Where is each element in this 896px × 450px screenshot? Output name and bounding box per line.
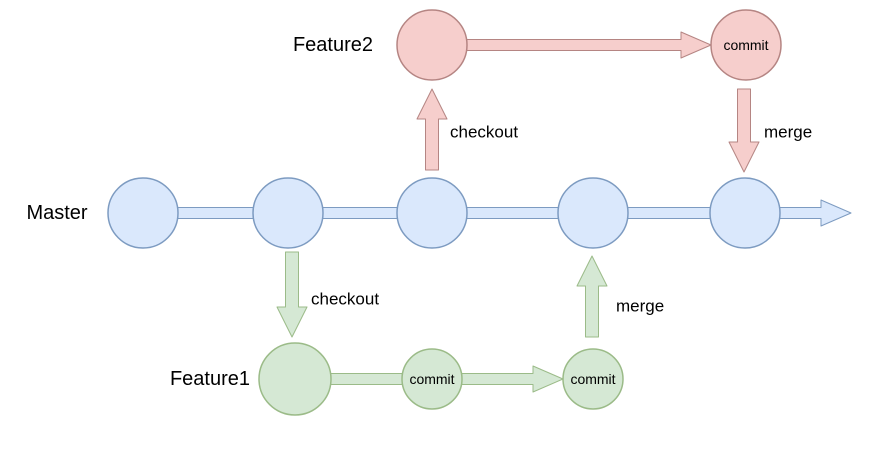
feature1-node-2[interactable] — [401, 348, 463, 410]
master-node-4[interactable] — [557, 177, 629, 249]
feature1-node-3-label: commit — [570, 371, 615, 387]
feature1-commit-arrow-arrow — [461, 365, 564, 393]
master-node-5[interactable] — [709, 177, 781, 249]
nodes-layer: commit commit commit — [107, 9, 782, 416]
checkout-feature2-label: checkout — [450, 123, 518, 142]
master-node-3[interactable] — [396, 177, 468, 249]
feature1-node-1[interactable] — [258, 342, 332, 416]
master-link-4 — [627, 207, 711, 219]
master-link-3 — [466, 207, 559, 219]
feature1-node-3[interactable] — [562, 348, 624, 410]
feature2-node-1[interactable] — [396, 9, 468, 81]
master-link-1 — [177, 207, 254, 219]
master-node-1[interactable] — [107, 177, 179, 249]
master-head-arrow-arrow — [779, 199, 852, 227]
merge-feature2-arrow — [728, 88, 760, 173]
branch-label-feature2: Feature2 — [293, 34, 373, 56]
master-node-2[interactable] — [252, 177, 324, 249]
merge-feature1-arrow — [576, 255, 608, 338]
feature2-node-2-label: commit — [723, 37, 768, 53]
feature2-commit-arrow-arrow — [466, 31, 712, 59]
vertical-arrows-layer: checkout merge checkout merge — [276, 88, 812, 338]
branch-label-master: Master — [26, 202, 87, 224]
merge-feature2-label: merge — [764, 123, 812, 142]
checkout-feature2-arrow — [416, 88, 448, 171]
feature2-node-2[interactable] — [710, 9, 782, 81]
feature1-link-1 — [330, 373, 403, 385]
feature1-node-2-label: commit — [409, 371, 454, 387]
branch-label-feature1: Feature1 — [170, 368, 250, 390]
merge-feature1-label: merge — [616, 297, 664, 316]
checkout-feature1-label: checkout — [311, 290, 379, 309]
master-link-2 — [322, 207, 398, 219]
checkout-feature1-arrow — [276, 251, 308, 338]
